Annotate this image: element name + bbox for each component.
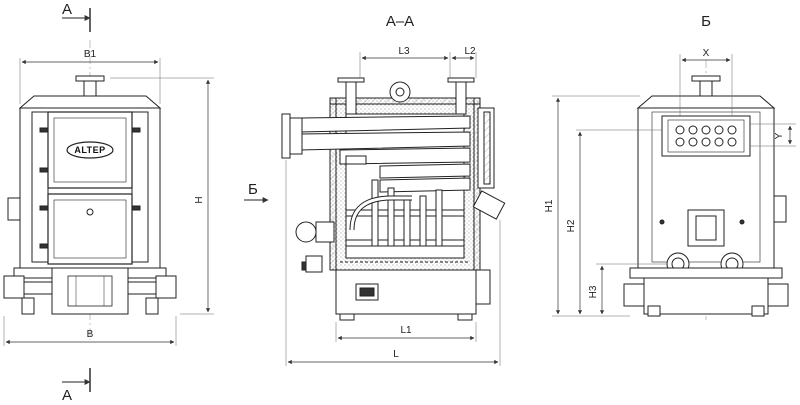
dim-h: H <box>110 77 214 315</box>
dim-l1: L1 <box>335 322 477 342</box>
view-arrow-letter: Б <box>248 181 258 198</box>
dim-label-x: X <box>703 48 710 59</box>
dim-label-l3: L3 <box>398 46 410 57</box>
dim-h3: H3 <box>588 263 668 315</box>
view-title: Б <box>701 13 711 30</box>
dim-label-l1: L1 <box>400 325 412 336</box>
section-mark-top: А <box>62 1 91 32</box>
dim-label-h3: H3 <box>588 285 599 298</box>
dim-x: X <box>679 48 733 116</box>
section-view <box>281 77 506 321</box>
brand-logo: ALTEP <box>66 141 114 159</box>
dim-label-h2: H2 <box>566 219 577 232</box>
dim-label-h1: H1 <box>544 199 555 212</box>
dim-y: Y <box>750 123 796 147</box>
view-arrow: Б <box>244 181 269 203</box>
front-view <box>3 40 177 340</box>
section-letter-bottom: А <box>62 387 72 404</box>
dim-h2: H2 <box>566 129 662 315</box>
dim-label-b: B <box>87 329 94 340</box>
dim-l3: L3 <box>359 46 451 78</box>
dim-label-b1: B1 <box>84 49 97 60</box>
dim-label-l: L <box>393 349 399 360</box>
dim-label-y: Y <box>774 132 785 139</box>
dim-l2: L2 <box>451 46 477 78</box>
rear-view <box>623 60 789 320</box>
dim-h1: H1 <box>544 95 640 317</box>
dim-label-l2: L2 <box>464 46 476 57</box>
dim-b1: B1 <box>19 49 161 104</box>
brand-logo-text: ALTEP <box>74 145 105 155</box>
section-mark-bottom: А <box>62 368 91 404</box>
section-letter-top: А <box>62 1 72 18</box>
dim-l: L <box>285 160 501 366</box>
dim-b: B <box>3 316 177 346</box>
section-title: А–А <box>386 13 414 30</box>
dim-label-h: H <box>194 196 205 203</box>
